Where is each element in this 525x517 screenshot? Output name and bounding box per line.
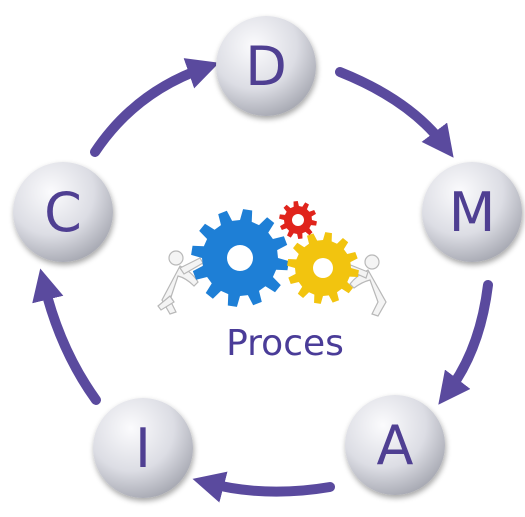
stage-letter: A (377, 414, 414, 477)
gear-hole (227, 245, 253, 271)
stage-node-improve: I (93, 398, 193, 498)
node-circle (216, 16, 316, 116)
stage-node-control: C (13, 162, 113, 262)
arrow-i-to-c (32, 268, 101, 405)
right-figure-icon (345, 254, 387, 317)
stage-node-analyze: A (345, 395, 445, 495)
stage-node-measure: M (422, 162, 522, 262)
red-gear-icon (279, 201, 317, 239)
left-figure-icon (157, 250, 204, 315)
node-circle (13, 162, 113, 262)
stage-node-define: D (216, 16, 316, 116)
center-label: Proces (226, 323, 344, 364)
node-circle (93, 398, 193, 498)
gear-hole (292, 214, 304, 226)
arrow-d-to-m (335, 67, 454, 158)
gear-hole (313, 258, 333, 278)
blue-gear-icon (191, 209, 289, 307)
cycle-arrows (32, 58, 493, 503)
stage-nodes: D M A I C (13, 16, 522, 498)
stage-letter: M (449, 181, 496, 244)
node-circle (422, 162, 522, 262)
stage-letter: D (245, 35, 287, 98)
yellow-gear-icon (287, 232, 359, 304)
arrow-m-to-a (438, 280, 493, 405)
stage-letter: C (44, 181, 82, 244)
arrow-a-to-i (192, 471, 335, 503)
node-circle (345, 395, 445, 495)
gears-illustration (157, 201, 387, 317)
stage-letter: I (135, 417, 151, 480)
arrow-c-to-d (90, 58, 220, 157)
